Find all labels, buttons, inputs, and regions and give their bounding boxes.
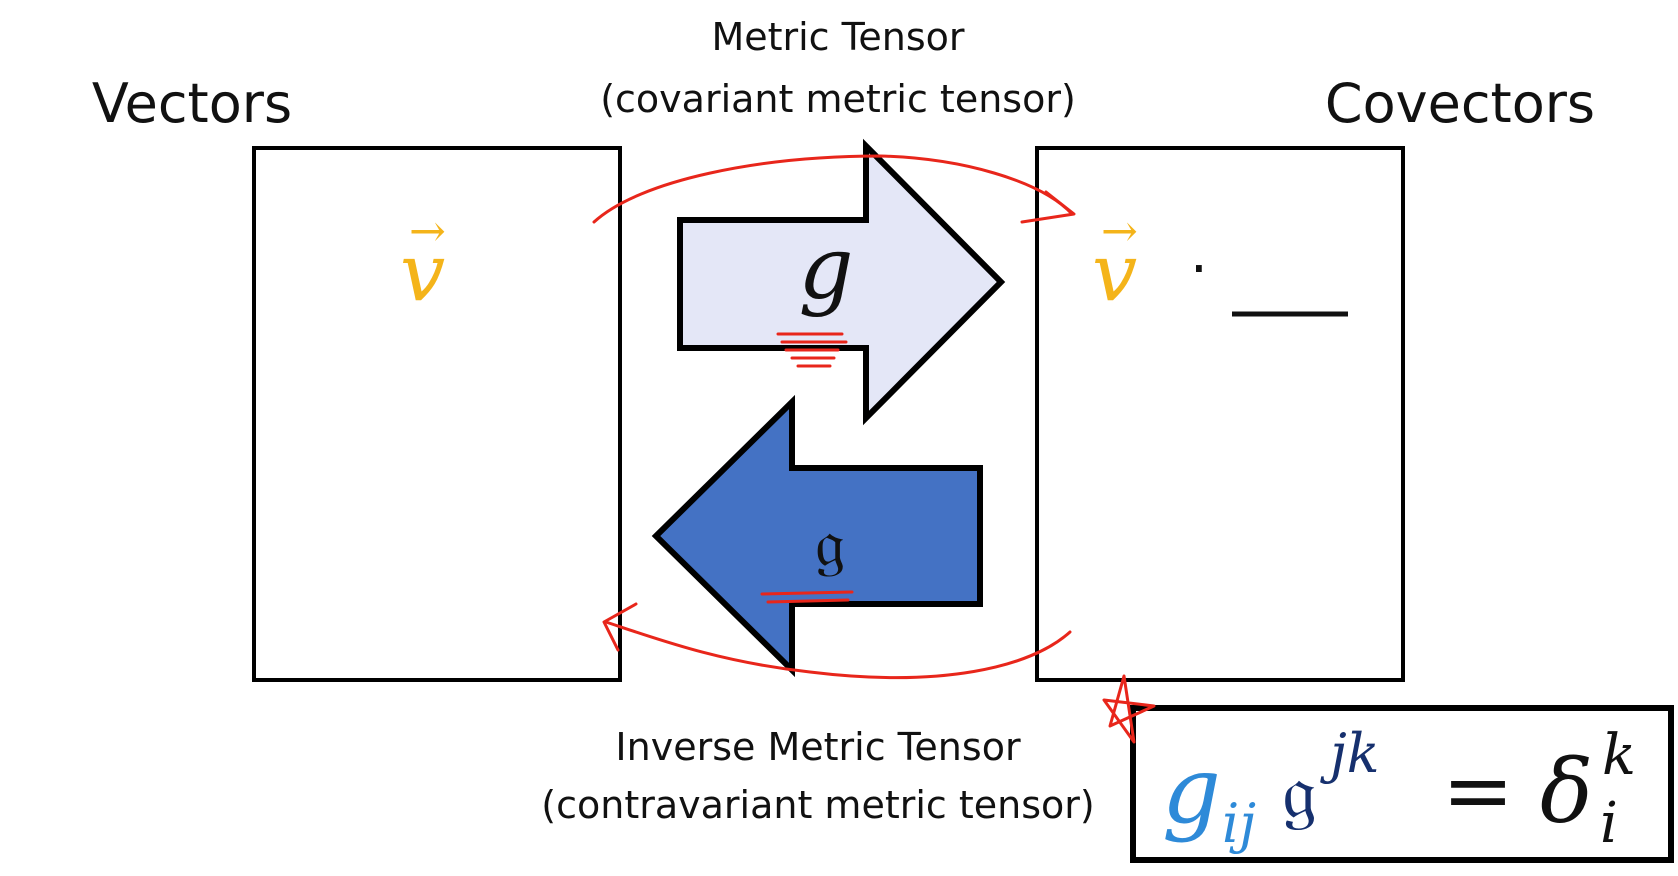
inverse-metric-arrow [651,394,983,678]
covectors-heading: Covectors [1325,72,1595,135]
equation-g-upper-indices: jk [1320,722,1379,785]
annotation-underline-g [776,332,848,368]
annotation-curved-arrow-top [592,154,1074,224]
equation-g-upper: 𝔤 [1282,747,1317,837]
vector-space-box [252,146,622,682]
covector-space-box [1035,146,1405,682]
inverse-g-symbol: 𝔤 [815,504,845,583]
annotation-arrowhead-top [1020,190,1076,224]
metric-tensor-arrow [677,138,1006,426]
vector-v-symbol: v → [400,206,446,319]
identity-equation-box [1130,705,1674,863]
equation-g-lower: g [1162,737,1221,844]
covector-v-letter: v [1092,226,1137,319]
covector-expression: v → · [1092,206,1348,319]
annotation-underline-frak-g [760,590,854,604]
annotation-arrowhead-bottom [602,602,638,652]
metric-g-symbol: g [798,219,853,319]
equation-delta-subscript: i [1600,791,1618,856]
metric-tensor-title: Metric Tensor [711,15,964,59]
annotation-star [1102,674,1156,744]
equation-delta: δ [1540,740,1593,843]
vector-v-letter: v [400,226,445,319]
dot-operator: · [1190,237,1208,302]
vector-arrow-accent: → [409,206,446,257]
equation-equals-sign: = [1442,741,1514,841]
inverse-metric-title: Inverse Metric Tensor [615,725,1021,769]
red-ink-annotations [592,154,1156,744]
identity-equation: g ij 𝔤 jk = δ k i [1162,722,1636,856]
equation-delta-superscript: k [1602,723,1636,788]
inverse-metric-subtitle: (contravariant metric tensor) [541,783,1094,827]
vectors-heading: Vectors [92,72,292,135]
equation-g-lower-indices: ij [1222,792,1256,855]
annotation-curved-arrow-bottom [604,620,1072,680]
covector-arrow-accent: → [1101,206,1138,257]
metric-tensor-subtitle: (covariant metric tensor) [600,77,1076,121]
